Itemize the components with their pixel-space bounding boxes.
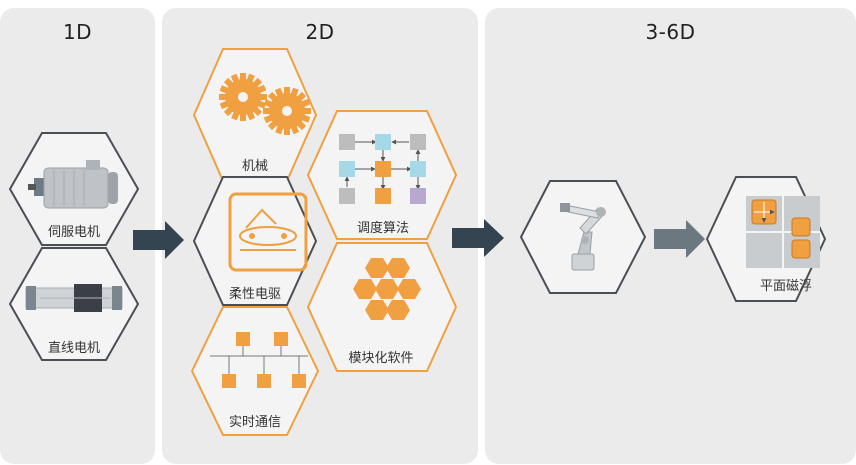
hex-scheduling-algorithm: 调度算法: [306, 110, 458, 240]
label-servo-motor: 伺服电机: [48, 225, 100, 240]
label-modular-software: 模块化软件: [348, 351, 413, 366]
arrow-2d-to-3-6d: [452, 219, 504, 257]
flexible-drive-icon: [228, 192, 308, 272]
label-mechanics: 机械: [242, 159, 268, 174]
gear-icon: [219, 73, 311, 135]
label-realtime-comm: 实时通信: [229, 415, 281, 430]
panel-title-1d: 1D: [62, 20, 93, 44]
panel-title-2d: 2D: [305, 20, 335, 44]
hex-linear-motor: 直线电机: [8, 247, 140, 361]
linear-motor-icon: [25, 284, 123, 312]
hex-planar-maglev: 平面磁浮: [705, 176, 827, 302]
flow-grid-icon: [344, 139, 421, 190]
maglev-tile-icon: [746, 196, 820, 268]
hex-flexible-drive: 柔性电驱: [192, 176, 318, 306]
hex-modular-software: 模块化软件: [306, 242, 458, 372]
arrow-robot-to-maglev: [654, 220, 705, 258]
label-scheduling-algorithm: 调度算法: [357, 220, 409, 236]
servo-motor-icon: [28, 160, 118, 209]
honeycomb-icon: [353, 258, 421, 320]
arrow-1d-to-2d: [133, 221, 184, 259]
hex-robot-arm: [519, 180, 647, 294]
network-tree-icon: [210, 332, 308, 388]
label-linear-motor: 直线电机: [48, 341, 100, 356]
hex-realtime-comm: 实时通信: [190, 306, 320, 436]
panel-title-3-6d: 3-6D: [645, 20, 696, 44]
hex-servo-motor: 伺服电机: [8, 132, 140, 246]
robot-arm-icon: [560, 203, 606, 271]
label-planar-maglev: 平面磁浮: [760, 279, 812, 294]
label-flexible-drive: 柔性电驱: [229, 287, 281, 302]
hex-mechanics: 机械: [192, 48, 318, 182]
